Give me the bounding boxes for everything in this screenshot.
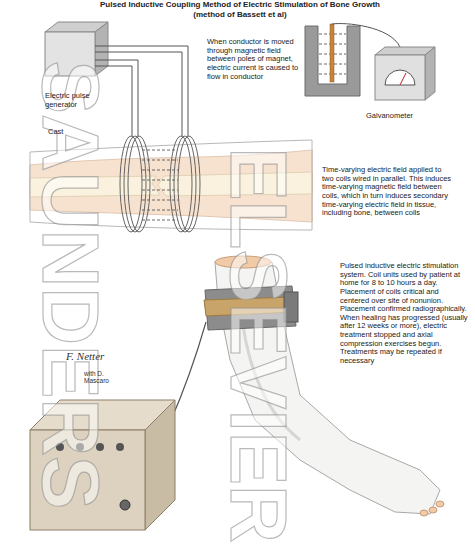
annotation-text: Galvanometer [366, 112, 438, 121]
conductor [330, 24, 334, 82]
toe [420, 510, 428, 516]
signature: F. Netter [66, 350, 146, 363]
wire [332, 24, 400, 47]
label-box: with D. Mascaro [84, 370, 128, 385]
galvanometer-side [425, 47, 435, 100]
dial [385, 70, 415, 85]
annotation-text: Electric pulse generator [45, 92, 103, 109]
annotation-text: Pulsed inductive electric stimulation sy… [340, 262, 468, 366]
label-box: Electric pulse generator [45, 92, 103, 109]
coil-turn [128, 136, 150, 232]
toe [429, 507, 437, 513]
coils [120, 136, 200, 232]
annotation-text: Cast [48, 128, 78, 137]
coil-turn [124, 136, 146, 232]
field-line [142, 210, 178, 211]
label-box: Cast [48, 128, 78, 137]
annotation-text: When conductor is moved through magnetic… [207, 38, 299, 81]
galvanometer-front [375, 55, 425, 100]
needle [400, 73, 406, 85]
field-line [142, 180, 178, 181]
diagram-title: Pulsed Inductive Coupling Method of Elec… [100, 0, 380, 19]
watermark: SAUNDERS [30, 61, 110, 510]
label-box: Pulsed inductive electric stimulation sy… [340, 262, 468, 366]
annotation-text: with D. Mascaro [84, 370, 128, 385]
annotation-text: Time-varying electric field applied to t… [322, 166, 454, 218]
coil-turn [178, 136, 200, 232]
field-line [142, 160, 178, 161]
label-box: Time-varying electric field applied to t… [322, 166, 454, 218]
field-line [142, 200, 178, 201]
toe [436, 501, 444, 507]
socket [120, 500, 130, 510]
knob [116, 443, 124, 451]
watermark: ELSEVIER [218, 147, 298, 543]
generator-side [145, 400, 175, 530]
coil-turn [174, 136, 196, 232]
label-box: Galvanometer [366, 112, 438, 121]
field-line [142, 170, 178, 171]
field-line [142, 150, 178, 151]
label-box: F. Netter [66, 350, 146, 363]
field-line [142, 220, 178, 221]
field-lines [142, 150, 178, 220]
label-box: When conductor is moved through magnetic… [207, 38, 299, 81]
field-line [142, 190, 178, 191]
